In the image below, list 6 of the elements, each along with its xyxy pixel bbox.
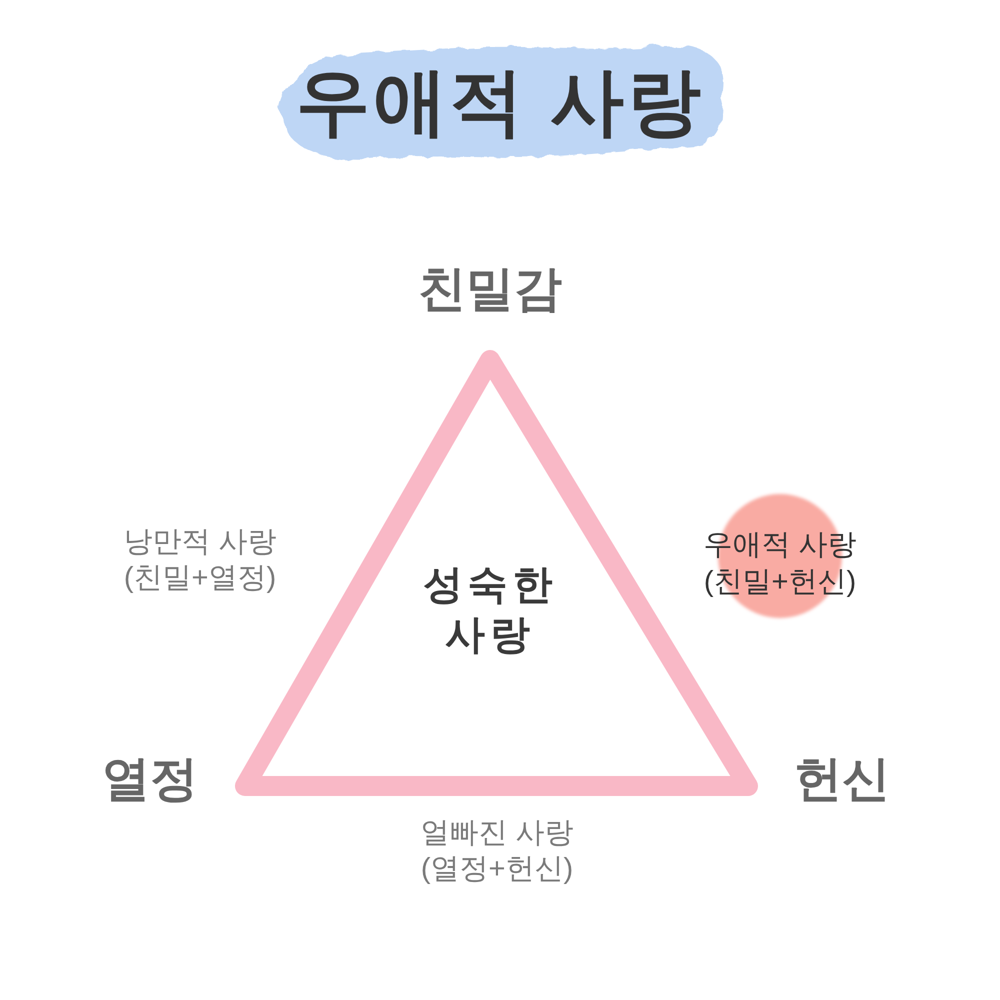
vertex-label: 헌신 [794,752,890,808]
center-label: 성숙한 사랑 [422,562,558,659]
side-label: 얼빠진 사랑 (열정+헌신) [419,816,575,887]
vertex-label: 친밀감 [418,262,562,318]
side-label: 낭만적 사랑 (친밀+열정) [122,524,278,596]
vertex-label: 열정 [102,752,198,808]
